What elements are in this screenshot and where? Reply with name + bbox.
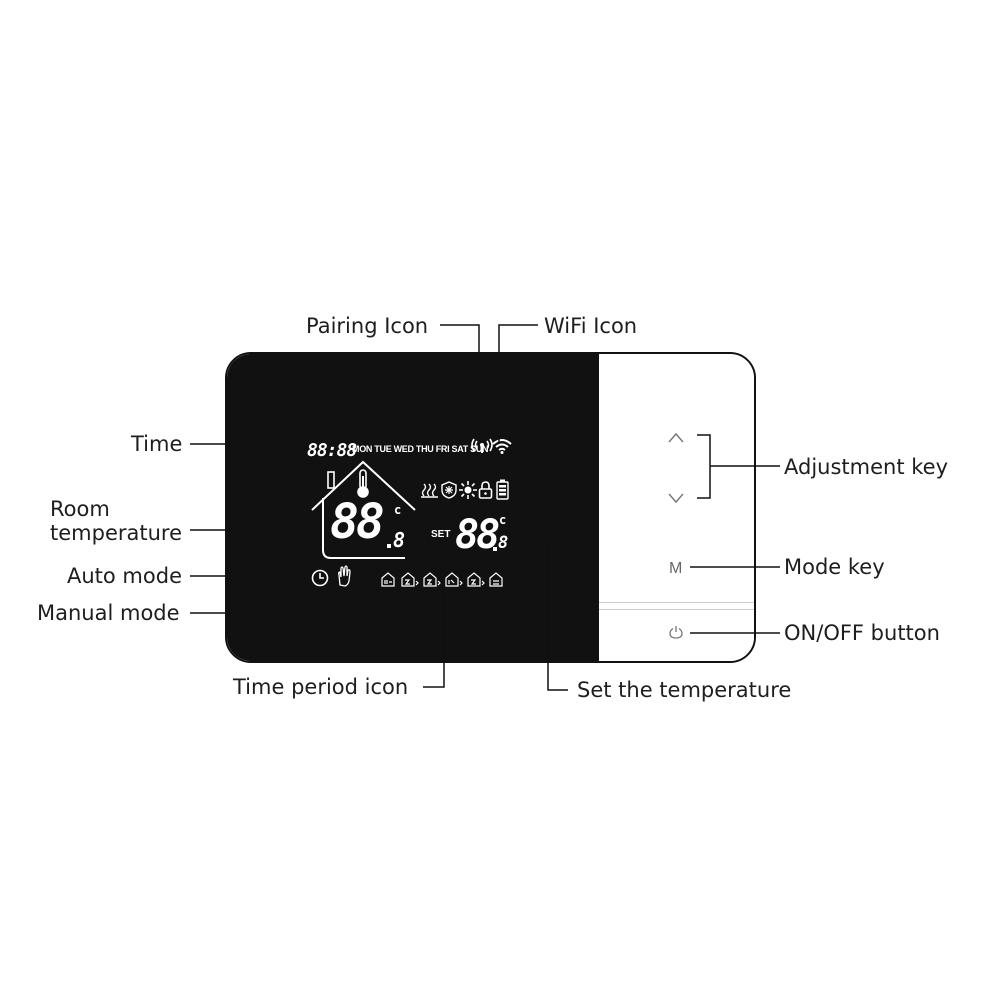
- wifi-leader: [498, 324, 538, 442]
- time-period-icons: [380, 571, 530, 587]
- set-temperature-dot: [493, 547, 497, 551]
- adjustment-key-label: Adjustment key: [784, 455, 949, 479]
- sun-icon: [459, 481, 477, 499]
- down-arrow-icon[interactable]: [667, 492, 685, 504]
- up-arrow-icon[interactable]: [667, 432, 685, 444]
- auto-mode-label: Auto mode: [67, 564, 182, 588]
- room-temperature-unit: c: [394, 503, 402, 517]
- weekday-display: MON TUE WED THU FRI SAT SUN: [352, 444, 489, 454]
- set-label: SET: [431, 529, 451, 540]
- room-temperature-label: Room temperature: [50, 497, 190, 545]
- keypad: M: [599, 354, 754, 661]
- room-temperature-digits: 88: [330, 494, 385, 550]
- thermostat-device: 88:88 MON TUE WED THU FRI SAT SUN: [225, 352, 756, 663]
- pairing-leader: [440, 324, 480, 442]
- lock-icon: [478, 481, 493, 499]
- thermometer-icon: [357, 469, 369, 498]
- wifi-icon: [492, 439, 512, 454]
- time-display: 88:88: [307, 440, 357, 461]
- set-temperature-decimal: 8: [498, 533, 509, 553]
- room-temperature-dot: [387, 544, 391, 548]
- manual-mode-leader: [190, 589, 344, 614]
- frost-protect-icon: [441, 481, 457, 499]
- time-period-icon-label: Time period icon: [233, 675, 409, 699]
- lcd-screen: 88:88 MON TUE WED THU FRI SAT SUN: [227, 354, 599, 661]
- clock-icon: [311, 569, 329, 587]
- period-icon: [381, 572, 503, 587]
- house-outline-icon: [311, 460, 416, 559]
- time-label: Time: [131, 432, 183, 456]
- room-temperature-label-line2: temperature: [50, 521, 182, 545]
- hand-icon: [338, 565, 351, 587]
- battery-icon: [496, 479, 509, 500]
- on-off-button-label: ON/OFF button: [784, 621, 940, 645]
- manual-mode-label: Manual mode: [37, 601, 180, 625]
- room-temperature-label-line1: Room: [50, 497, 110, 521]
- set-temp-leader: [515, 535, 568, 691]
- pairing-icon: [471, 438, 493, 453]
- mode-key[interactable]: M: [669, 560, 683, 577]
- set-temperature-unit: c: [499, 513, 507, 527]
- wifi-icon-label: WiFi Icon: [544, 314, 638, 338]
- set-temperature-digits: 88: [455, 512, 500, 558]
- set-the-temperature-label: Set the temperature: [577, 678, 792, 702]
- pairing-icon-label: Pairing Icon: [306, 314, 429, 338]
- heating-icon: [421, 483, 438, 498]
- power-icon[interactable]: [669, 625, 683, 639]
- time-period-leader: [423, 589, 445, 688]
- keypad-divider: [599, 602, 754, 610]
- adjustment-bracket: [697, 434, 711, 499]
- mode-key-label: Mode key: [784, 555, 885, 579]
- room-temperature-decimal: 8: [393, 528, 406, 552]
